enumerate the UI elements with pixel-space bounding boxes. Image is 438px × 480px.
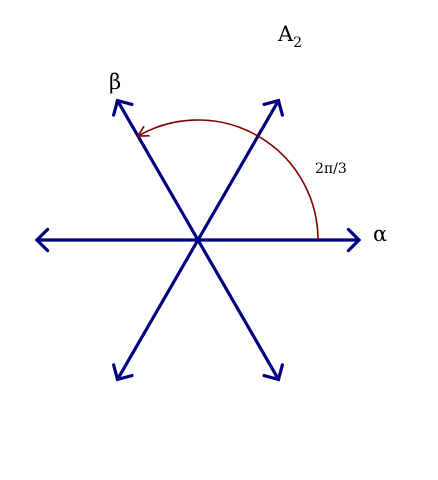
beta-label: β xyxy=(109,70,121,94)
alpha-label: α xyxy=(373,222,387,246)
angle-arc xyxy=(137,119,319,241)
root-vector-alpha-plus-beta xyxy=(196,98,281,242)
angle-label: 2π/3 xyxy=(315,161,347,177)
arrowhead-negative-alpha-plus-beta xyxy=(112,363,134,382)
title-subscript: 2 xyxy=(293,35,302,51)
root-vector-negative-alpha-plus-beta xyxy=(115,238,200,382)
arrowhead-negative-beta xyxy=(262,363,284,382)
root-vector-beta xyxy=(115,98,200,242)
root-vector-negative-beta xyxy=(196,238,281,382)
arrowhead-alpha-plus-beta xyxy=(262,98,284,117)
diagram-title: A2 xyxy=(277,22,302,51)
root-vectors xyxy=(34,98,362,382)
arc-arrowhead xyxy=(137,125,150,137)
title-main: A xyxy=(277,22,294,46)
arrowhead-negative-alpha xyxy=(34,227,50,253)
arrowhead-beta xyxy=(112,98,134,117)
arrowhead-alpha xyxy=(346,227,362,253)
